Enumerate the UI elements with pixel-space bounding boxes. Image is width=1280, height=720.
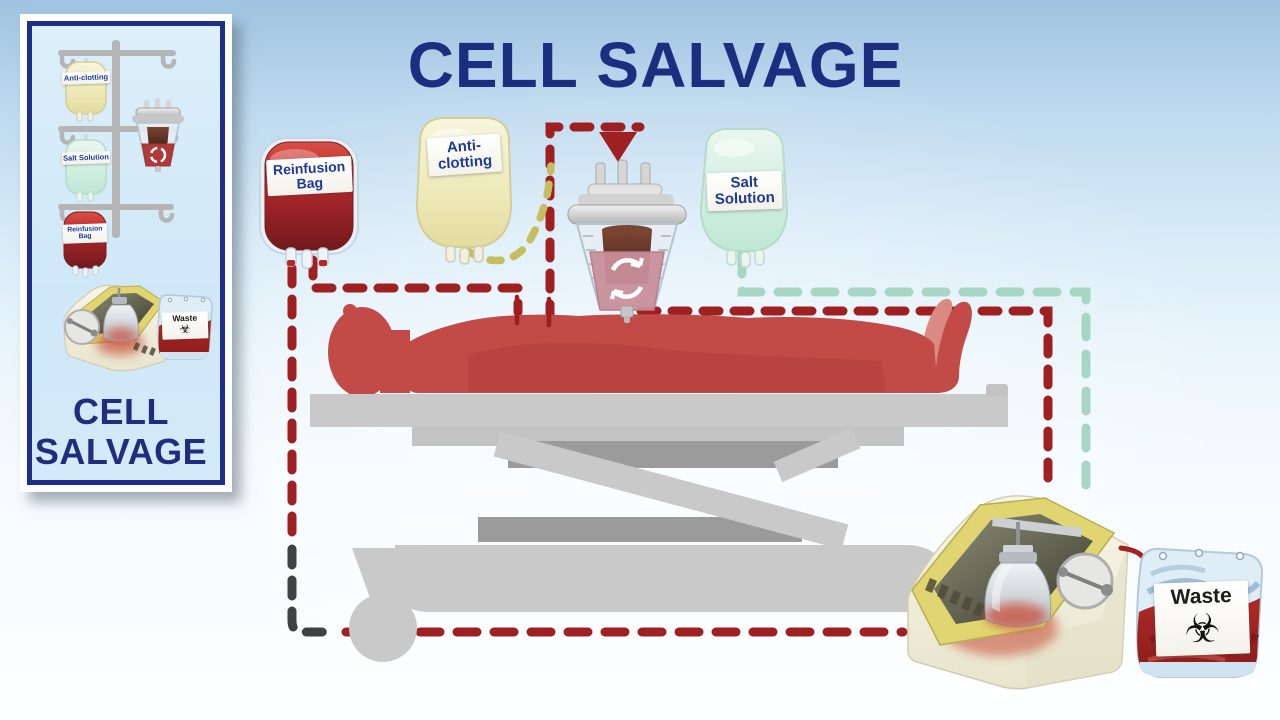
down-arrow-icon [599,132,637,162]
waste-bag-label: Waste ☣ [1153,580,1251,657]
machine-vents [925,578,985,617]
centrifuge-chamber [567,159,687,323]
patient-nose [343,304,357,318]
centrifuge-sleeve [589,251,665,311]
mini-cell-saver-machine [63,284,184,372]
table-wheel [349,594,417,662]
table-base-arm [352,548,420,598]
anticoagulant-line-olive [464,162,555,265]
mini-centrifuge [132,98,184,172]
table-end-tab [986,384,1008,396]
mini-waste-label: Waste ☣ [161,311,209,340]
table-scissor-arm-2 [773,427,861,483]
patient-head [328,307,396,397]
patient-arm-shade [468,342,886,392]
reinfusion-bag-ports [285,247,329,269]
mini-reinfusion-label: Reinfusion Bag [62,223,108,244]
mini-salt-bag [65,139,107,195]
table-top [310,394,1008,427]
salt-solution-bag-label: Salt Solution [706,170,783,212]
mini-anticlotting-bag [65,61,107,115]
recirculation-arrows-icon [610,257,644,300]
table-base [395,545,944,612]
mini-biohazard-icon: ☣ [179,322,192,338]
page-title: CELL SALVAGE [407,29,904,101]
sidebar-panel-inner [27,21,225,485]
sidebar-caption-line2: SALVAGE [34,431,208,473]
iv-pole [112,40,120,238]
sidebar-caption-line1: CELL [73,391,169,432]
waste-bag-seam [1140,662,1256,677]
reinfusion-bag-label: Reinfusion Bag [266,155,353,196]
waste-bag-holes [1158,548,1245,561]
sidebar-panel [20,14,232,492]
reinfusion-line-red [308,255,523,317]
mini-anticlotting-label: Anti-clotting [61,71,111,86]
suction-line-gray-corner [287,544,335,637]
cell-saver-machine [907,495,1153,690]
anticlotting-bag-label: Anti-clotting [426,133,503,177]
sidebar-caption: CELL SALVAGE [24,391,218,473]
suction-line-red [545,122,645,325]
biohazard-icon: ☣ [1183,605,1222,653]
salt-solution-bag-ports [726,249,765,268]
saline-line-teal [737,249,1091,507]
mini-salt-solution-label: Salt Solution [61,151,111,166]
anticlotting-bag-ports [445,245,484,265]
table-scissor-arm [493,431,849,550]
patient-and-table [310,294,1008,662]
